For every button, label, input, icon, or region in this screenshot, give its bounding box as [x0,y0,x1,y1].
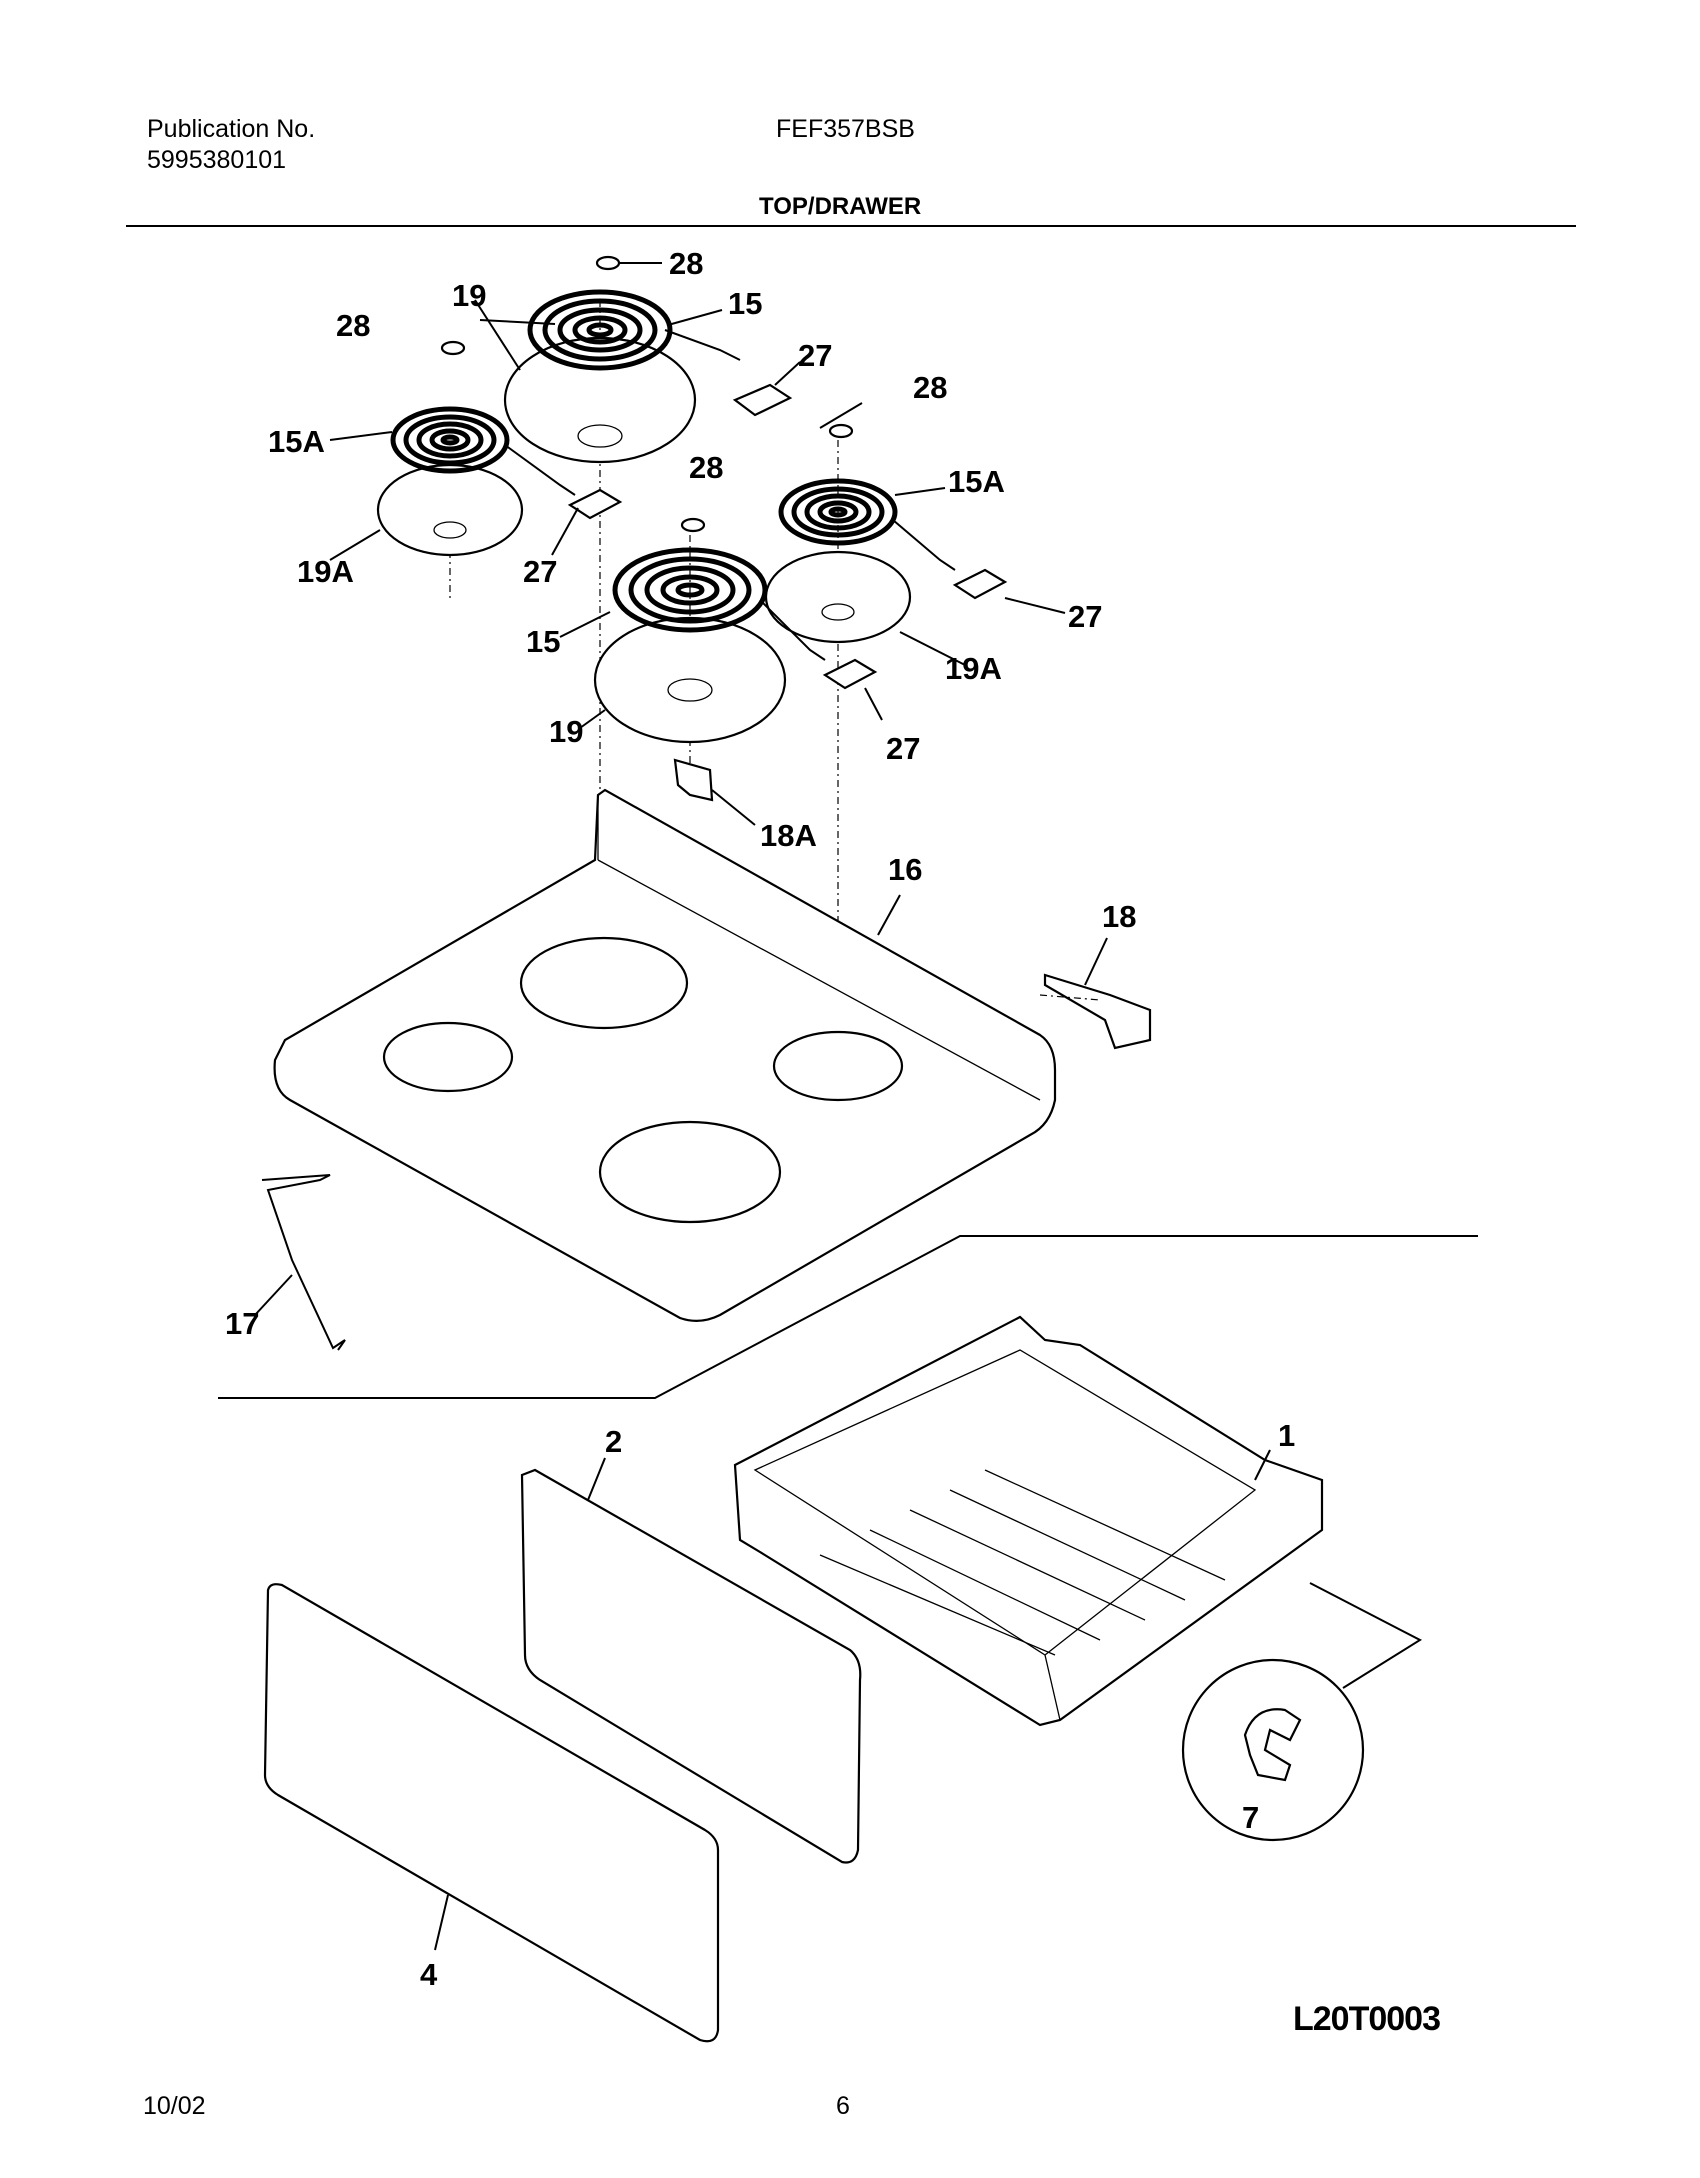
section-divider [218,1235,1478,1399]
callout-15A-right: 15A [948,464,1005,499]
callout-19A-left: 19A [297,554,354,589]
callout-16: 16 [888,852,922,887]
cooktop-opening-small-left [382,1021,514,1093]
header-rule [126,225,1576,227]
callout-19-upper: 19 [452,278,486,313]
drawer-panel-2 [520,1468,862,1864]
publication-label: Publication No. [147,115,316,143]
callout-2: 2 [605,1424,622,1459]
burner-15-lower [612,547,826,661]
page-number: 6 [836,2092,850,2120]
callout-17: 17 [225,1306,259,1341]
trim-ring-28-top [595,255,621,271]
model-number: FEF357BSB [776,115,915,143]
drawer-front-4 [263,1583,720,2043]
callout-15-upper: 15 [728,286,762,321]
burner-15A-right [778,478,956,571]
receptacle-27-upper [732,383,793,417]
support-rod-17 [261,1174,346,1351]
leader-lines [254,262,1271,1951]
callout-19A-right: 19A [945,651,1002,686]
callout-28-right: 28 [913,370,947,405]
trim-ring-28-right [828,423,854,439]
drip-pan-19-lower [593,616,787,744]
callout-27-right: 27 [1068,599,1102,634]
drip-pan-19A-left [376,463,524,557]
callout-28-left: 28 [336,308,370,343]
publication-number: 5995380101 [147,146,287,174]
callout-28-center: 28 [689,450,723,485]
cooktop-opening-large-rear [519,936,689,1030]
callout-27-lower: 27 [886,731,920,766]
callout-27-upper: 27 [798,338,832,373]
diagram-code: L20T0003 [1293,2000,1441,2038]
callout-15A-left: 15A [268,424,325,459]
cooktop-16 [273,788,1057,1322]
burner-15A-left [390,406,576,496]
burner-15-upper [527,289,741,371]
cooktop-opening-large-front [598,1120,782,1224]
drawer-glide-7 [1243,1708,1302,1782]
bracket-18A [673,758,714,802]
trim-ring-28-left [440,340,466,356]
callout-18A: 18A [760,818,817,853]
callout-28-top: 28 [669,246,703,281]
bracket-18 [1043,973,1152,1050]
detail-circle-7 [1181,1658,1365,1842]
callout-19-lower: 19 [549,714,583,749]
callout-15-lower: 15 [526,624,560,659]
receptacle-27-left [567,488,623,520]
callout-27-left: 27 [523,554,557,589]
trim-ring-28-center [680,517,706,533]
footer-date: 10/02 [143,2092,206,2120]
section-title: TOP/DRAWER [759,193,922,220]
receptacle-27-lower [822,658,878,690]
cooktop-opening-small-right [772,1030,904,1102]
callout-7: 7 [1242,1800,1259,1835]
receptacle-27-right [952,568,1008,600]
callout-labels: 28 19 28 15 27 28 15A 28 15A 19A 27 27 1… [225,246,1295,1992]
drip-pan-19-upper [503,336,697,464]
callout-4: 4 [420,1957,438,1992]
callout-18: 18 [1102,899,1136,934]
drawer-body-1 [733,1315,1324,1727]
callout-1: 1 [1278,1418,1295,1453]
